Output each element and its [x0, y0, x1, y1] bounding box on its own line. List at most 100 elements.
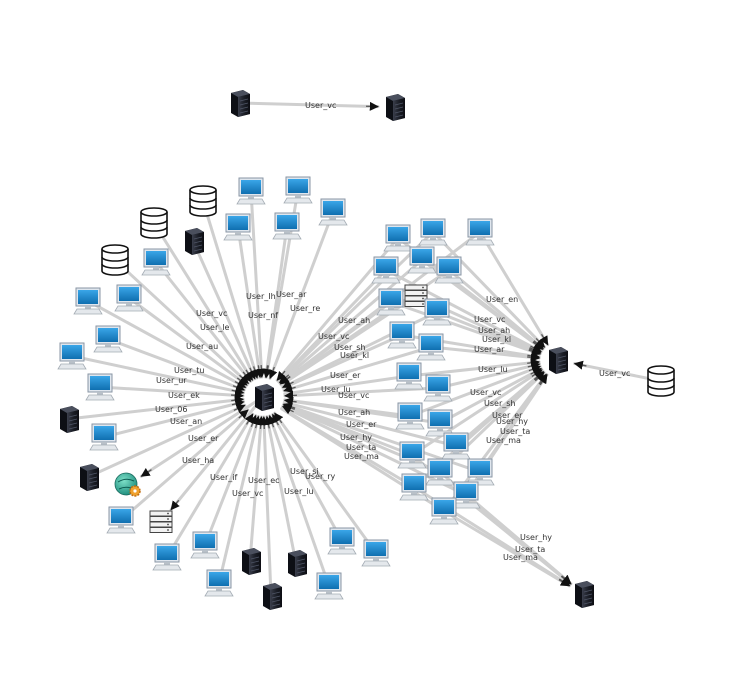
edge-line	[281, 333, 404, 390]
computer-icon[interactable]	[318, 198, 348, 226]
right-hub-server-icon[interactable]	[549, 347, 568, 374]
computer-icon[interactable]	[434, 256, 464, 284]
edge-line	[268, 210, 335, 380]
computer-icon[interactable]	[425, 458, 455, 486]
computer-icon[interactable]	[418, 218, 448, 246]
edge-arrow	[140, 467, 152, 477]
edge-arrow	[254, 365, 264, 379]
middle-label: User_ah	[338, 408, 370, 417]
edge-line	[86, 299, 247, 389]
computer-icon[interactable]	[371, 256, 401, 284]
edge-line	[113, 258, 250, 385]
server-icon[interactable]	[263, 583, 282, 610]
edge-arrow	[573, 360, 587, 370]
computer-icon[interactable]	[465, 458, 495, 486]
computer-icon[interactable]	[114, 284, 144, 312]
bottom-server-icon[interactable]	[575, 581, 594, 608]
computer-icon[interactable]	[93, 325, 123, 353]
database-icon[interactable]	[189, 185, 217, 217]
edge-line	[70, 354, 245, 395]
edge-line	[435, 310, 542, 355]
computer-icon[interactable]	[314, 572, 344, 600]
computer-icon[interactable]	[399, 473, 429, 501]
server-icon[interactable]	[242, 548, 261, 575]
computer-icon[interactable]	[394, 362, 424, 390]
right-database-icon[interactable]	[647, 365, 675, 397]
storage-icon[interactable]	[404, 284, 428, 307]
right-hub-label: User_vc	[470, 388, 501, 397]
edge-arrow	[236, 376, 248, 386]
computer-icon[interactable]	[425, 409, 455, 437]
right-hub-label: User_er	[492, 411, 523, 420]
left-hub-label: User_ar	[276, 290, 307, 299]
computer-icon[interactable]	[397, 441, 427, 469]
middle-label: User_kl	[340, 351, 369, 360]
edge-arrow	[283, 396, 297, 406]
edge-line	[277, 230, 435, 384]
storage-icon[interactable]	[149, 510, 173, 533]
edge-line	[249, 189, 264, 379]
left-hub-server-icon[interactable]	[255, 384, 274, 411]
computer-icon[interactable]	[141, 248, 171, 276]
right-hub-label: User_lu	[478, 365, 508, 374]
computer-icon[interactable]	[85, 373, 115, 401]
computer-icon[interactable]	[223, 213, 253, 241]
edge-arrow	[537, 373, 547, 385]
left-hub-label: User_nf	[248, 311, 278, 320]
computer-icon[interactable]	[57, 342, 87, 370]
server-icon[interactable]	[288, 550, 307, 577]
computer-icon[interactable]	[423, 374, 453, 402]
computer-icon[interactable]	[387, 321, 417, 349]
database-icon[interactable]	[101, 244, 129, 276]
computer-icon[interactable]	[190, 531, 220, 559]
edge-arrow	[267, 415, 277, 428]
computer-icon[interactable]	[89, 423, 119, 451]
edge-arrow	[283, 384, 296, 393]
middle-label: User_ta	[346, 443, 376, 452]
computer-icon[interactable]	[395, 402, 425, 430]
computer-icon[interactable]	[407, 246, 437, 274]
computer-icon[interactable]	[422, 298, 452, 326]
top-left-server-icon[interactable]	[231, 90, 250, 117]
computer-icon[interactable]	[152, 543, 182, 571]
edge-line	[408, 364, 542, 418]
top-right-server-icon[interactable]	[386, 94, 405, 121]
computer-icon[interactable]	[361, 539, 391, 567]
right-hub-label: User_ah	[478, 326, 510, 335]
computer-icon[interactable]	[73, 287, 103, 315]
middle-label: User_ah	[338, 316, 370, 325]
server-icon[interactable]	[60, 406, 79, 433]
computer-icon[interactable]	[383, 224, 413, 252]
middle-label: User_sh	[334, 343, 365, 352]
computer-icon[interactable]	[272, 212, 302, 240]
computer-icon[interactable]	[204, 569, 234, 597]
edge-line	[438, 367, 543, 425]
computer-icon[interactable]	[441, 432, 471, 460]
right-hub-label: User_hy	[496, 417, 528, 426]
server-icon[interactable]	[80, 464, 99, 491]
computer-icon[interactable]	[451, 481, 481, 509]
edge-line	[264, 224, 289, 379]
edge-line	[154, 260, 253, 383]
edge-line	[271, 413, 344, 543]
edge-line	[217, 414, 260, 585]
edge-line	[407, 360, 541, 378]
left-hub-label: User_ry	[305, 472, 336, 481]
server-icon[interactable]	[185, 228, 204, 255]
right-hub-label: User_sh	[484, 399, 515, 408]
edge-line	[279, 300, 393, 386]
computer-icon[interactable]	[416, 333, 446, 361]
computer-icon[interactable]	[429, 497, 459, 525]
globe-gear-icon[interactable]	[114, 472, 141, 497]
database-icon[interactable]	[140, 207, 168, 239]
computer-icon[interactable]	[106, 506, 136, 534]
computer-icon[interactable]	[283, 176, 313, 204]
computer-icon[interactable]	[236, 177, 266, 205]
computer-icon[interactable]	[465, 218, 495, 246]
edge-line	[106, 337, 246, 392]
computer-icon[interactable]	[327, 527, 357, 555]
computer-icon[interactable]	[376, 288, 406, 316]
edge-line	[573, 362, 663, 383]
left-hub-label: User_er	[188, 434, 219, 443]
bottom-label: User_hy	[520, 533, 552, 542]
